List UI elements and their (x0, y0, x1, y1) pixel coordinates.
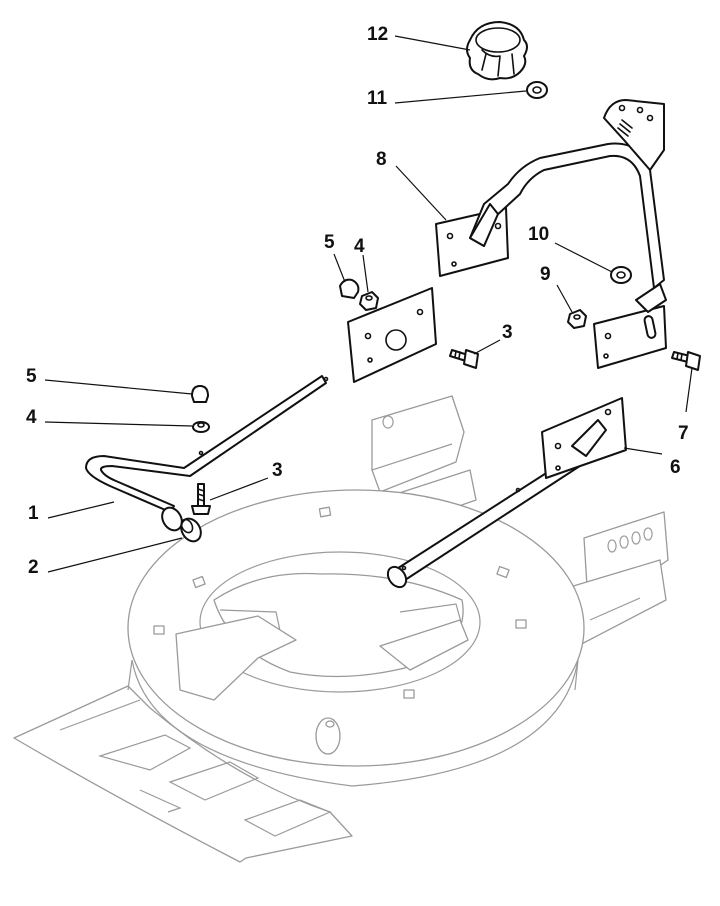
callout-6: 6 (670, 457, 681, 478)
part-5-cap-nut-left (191, 385, 209, 403)
deck-front-skirt (13, 685, 353, 863)
part-4-nut-top (359, 291, 379, 311)
callout-1: 1 (28, 503, 39, 524)
callout-12: 12 (367, 24, 388, 45)
callout-10: 10 (528, 224, 549, 245)
callout-8: 8 (376, 149, 387, 170)
part-10-washer (610, 266, 632, 284)
deck-inner-ring (199, 551, 481, 693)
deck-bolt-marks (153, 506, 527, 755)
part-12-star-knob (466, 21, 528, 81)
part-3-bolt-left (191, 483, 211, 515)
part-1-lower-handle-left (85, 287, 437, 532)
callout-9: 9 (540, 264, 551, 285)
leader-lines (44, 35, 693, 573)
part-9-nut (567, 309, 587, 329)
part-11-washer (526, 81, 548, 99)
callout-7: 7 (678, 423, 689, 444)
callout-3-right: 3 (502, 322, 513, 343)
part-7-bolt (671, 351, 701, 371)
callout-4-top: 4 (354, 236, 365, 257)
callout-3-left: 3 (272, 460, 283, 481)
part-6-lower-handle-right (386, 397, 627, 589)
part-8-upper-handle (435, 99, 667, 369)
part-4-nut-left (192, 421, 210, 433)
callout-labels: 12 11 8 10 9 5 4 3 5 4 7 6 3 1 2 (26, 24, 689, 578)
mower-deck-ghost (13, 395, 669, 863)
callout-5-left: 5 (26, 366, 37, 387)
callout-4-left: 4 (26, 407, 37, 428)
callout-2: 2 (28, 557, 39, 578)
deck-blade (175, 615, 297, 701)
callout-5-top: 5 (324, 232, 335, 253)
part-2-end-cap (180, 517, 202, 543)
part-5-cap-nut-top (339, 278, 360, 299)
part-3-bolt-right (449, 349, 479, 369)
callout-11: 11 (367, 88, 388, 109)
